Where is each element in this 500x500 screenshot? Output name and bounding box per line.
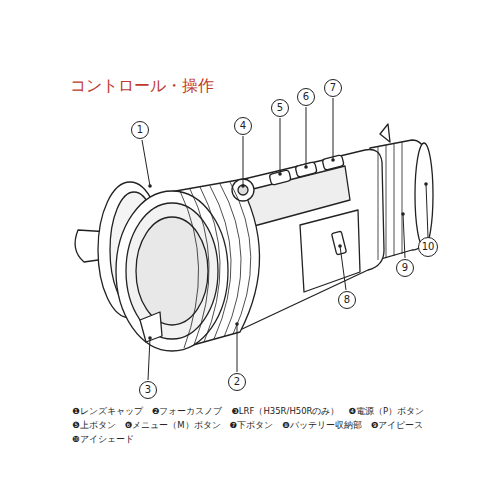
part-name: ❸LRF（H35R/H50Rのみ） (231, 406, 339, 417)
callout-circle: 5 (271, 99, 289, 117)
callout-circle: 10 (418, 237, 438, 257)
callout-number: 10 (422, 242, 435, 252)
part-name: ❶レンズキャップ (72, 406, 143, 417)
callout-circle: 6 (297, 88, 315, 106)
callout-number: 5 (277, 103, 283, 113)
callout-number: 8 (344, 295, 350, 305)
part-name: ❽バッテリー収納部 (282, 420, 362, 431)
diagram-title: コントロール・操作 (70, 76, 214, 97)
callout-number: 1 (137, 125, 143, 135)
part-list: ❶レンズキャップ ❷フォーカスノブ ❸LRF（H35R/H50Rのみ） ❹電源（P）ボ… (72, 406, 472, 445)
callout-circle: 1 (131, 121, 149, 139)
callout-number: 6 (303, 92, 309, 102)
part-name: ❾アイピース (371, 420, 424, 431)
callout-circle: 4 (234, 117, 252, 135)
callout-circle: 9 (396, 259, 414, 277)
part-name: ❼下ボタン (230, 420, 274, 431)
part-name: ❿アイシェード (72, 434, 134, 445)
part-name: ❷フォーカスノブ (152, 406, 223, 417)
part-name: ❹電源（P）ボタン (349, 406, 425, 417)
part-name: ❻メニュー（M）ボタン (125, 420, 221, 431)
callout-circle: 2 (228, 373, 246, 391)
callout-number: 4 (240, 121, 246, 131)
callout-number: 2 (234, 377, 240, 387)
part-name: ❺上ボタン (72, 420, 116, 431)
callout-circle: 3 (139, 381, 157, 399)
callout-number: 9 (402, 263, 408, 273)
callout-circle: 8 (338, 291, 356, 309)
callout-number: 7 (330, 83, 336, 93)
callout-circle: 7 (324, 79, 342, 97)
callout-number: 3 (145, 385, 151, 395)
